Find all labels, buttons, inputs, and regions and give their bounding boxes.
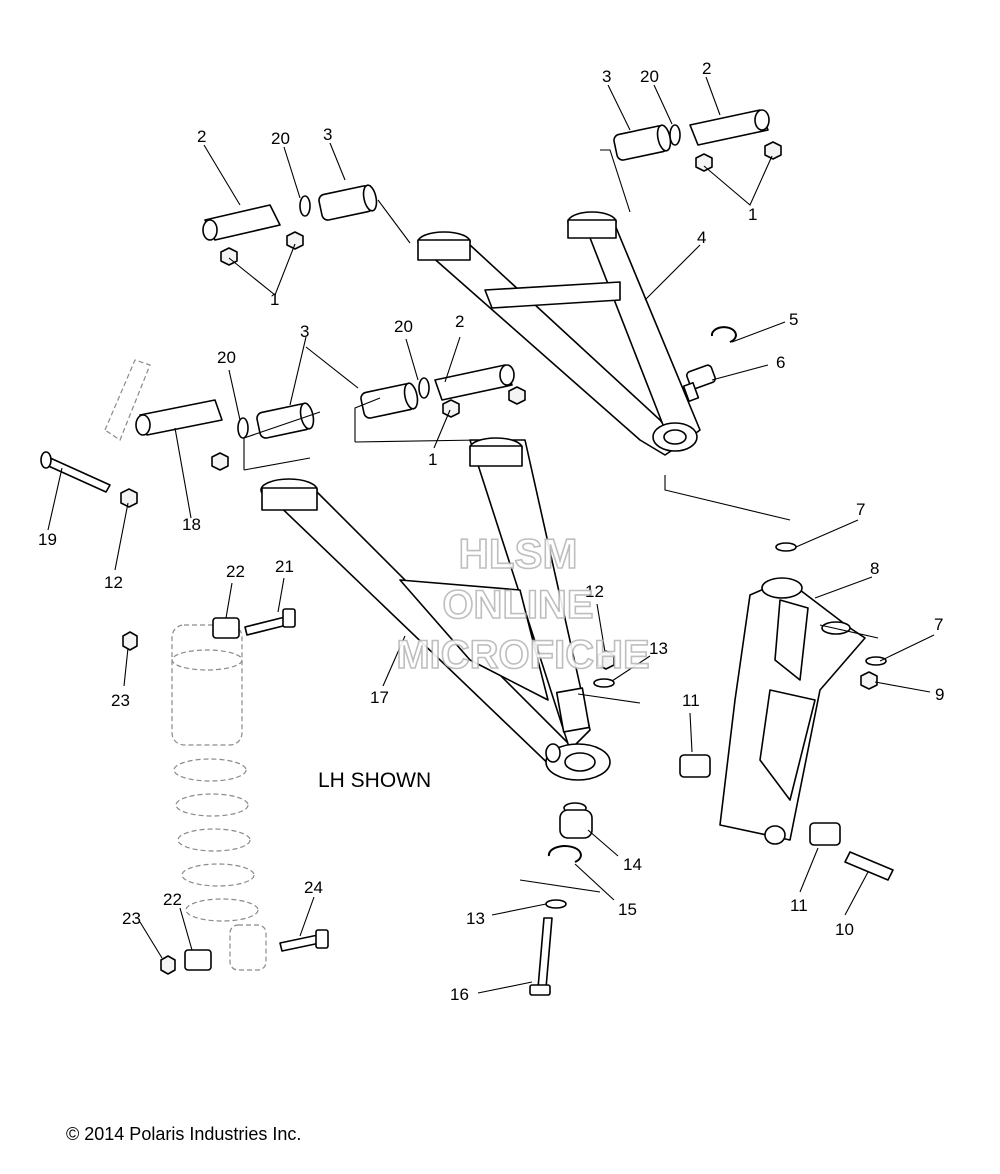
callout-23-a: 23 [111,691,130,710]
pivot-tube-upper-left [202,204,281,241]
callout-23-b: 23 [122,909,141,928]
watermark-line-3: MICROFICHE [396,633,649,677]
callout-10: 10 [835,920,854,939]
lower-a-arm [260,437,611,781]
spacers-22 [184,617,240,971]
retaining-ring-5 [710,326,737,343]
callout-20-b: 20 [640,67,659,86]
bolt-16 [529,917,553,996]
washer-20-b [669,124,681,146]
pin-10 [844,851,894,881]
callout-1-b: 1 [748,205,757,224]
bushing-upper-right [613,124,672,161]
callout-8: 8 [870,559,879,578]
callout-12-a: 12 [104,573,123,592]
callout-1-c: 1 [428,450,437,469]
bolt-24 [279,929,329,952]
ball-joint-14 [559,802,593,839]
callout-7-b: 7 [934,615,943,634]
callout-2-c: 2 [455,312,464,331]
watermark-line-2: ONLINE [442,583,593,627]
washers-7-13 [545,542,887,909]
watermark: HLSM ONLINE MICROFICHE [396,529,651,678]
bushing-upper-left [318,184,378,221]
ball-joint-stud-6 [682,364,716,403]
upper-a-arm [417,211,701,456]
callout-12-b: 12 [585,582,604,601]
assembly-brackets [243,149,879,893]
copyright: © 2014 Polaris Industries Inc. [66,1124,301,1144]
callout-24: 24 [304,878,323,897]
nuts [120,141,878,975]
bushing-lower-right [360,382,419,419]
callout-19: 19 [38,530,57,549]
callout-7-a: 7 [856,500,865,519]
callout-14: 14 [623,855,642,874]
callout-1-a: 1 [270,290,279,309]
bushings-11 [679,754,841,846]
ghost-tie-rod [104,359,151,441]
callout-18: 18 [182,515,201,534]
leader-lines [47,76,935,994]
lh-shown-note: LH SHOWN [318,769,431,792]
callout-2-a: 2 [197,127,206,146]
callout-2-b: 2 [702,59,711,78]
callout-3-a: 3 [323,125,332,144]
callout-20-d: 20 [217,348,236,367]
callout-9: 9 [935,685,944,704]
shock-absorber [171,624,267,971]
callout-17: 17 [370,688,389,707]
callout-11-b: 11 [790,896,808,915]
bolt-21 [244,608,296,636]
pivot-tube-lower [434,364,515,401]
washer-20-a [299,195,311,217]
callout-5: 5 [789,310,798,329]
pivot-tube-upper-right [689,109,770,146]
callout-13-a: 13 [649,639,668,658]
callout-3-b: 3 [602,67,611,86]
callout-15: 15 [618,900,637,919]
callout-13-b: 13 [466,909,485,928]
spindle-knuckle [719,577,866,845]
callout-4: 4 [697,228,706,247]
callouts: 2 20 3 1 3 20 2 1 4 5 6 3 20 2 20 1 18 1… [38,59,944,1004]
callout-16: 16 [450,985,469,1004]
washer-20-d [418,377,430,399]
callout-21: 21 [275,557,294,576]
callout-6: 6 [776,353,785,372]
bushing-lower-left [256,402,315,439]
callout-3-c: 3 [300,322,309,341]
callout-20-c: 20 [394,317,413,336]
callout-20-a: 20 [271,129,290,148]
pivot-tube-18 [135,399,223,436]
callout-22-a: 22 [226,562,245,581]
watermark-line-1: HLSM [459,530,578,577]
washer-20-c [237,417,249,439]
retaining-ring-15 [547,845,582,863]
bolt-19 [40,451,111,493]
callout-11-a: 11 [682,691,700,710]
callout-22-b: 22 [163,890,182,909]
